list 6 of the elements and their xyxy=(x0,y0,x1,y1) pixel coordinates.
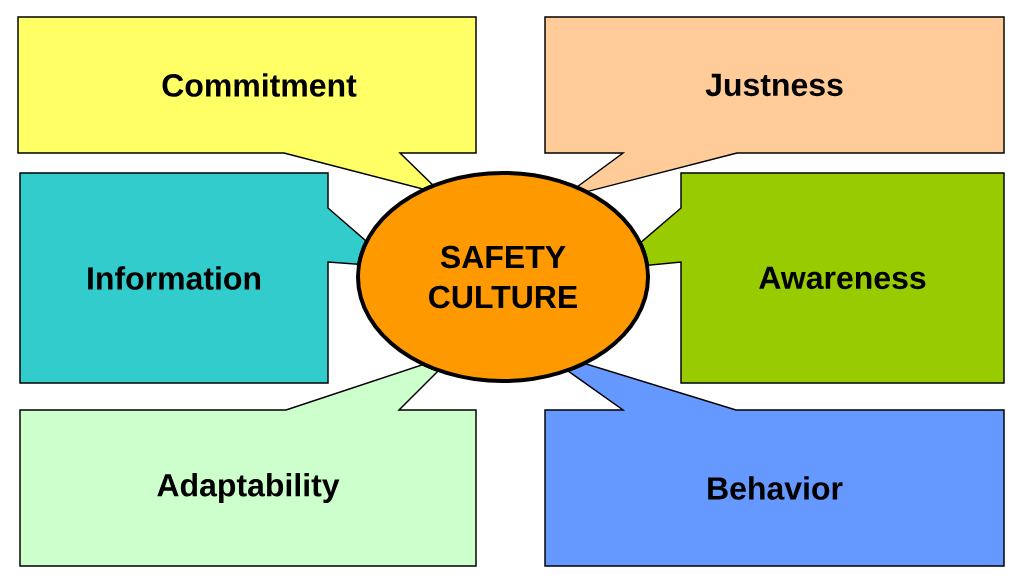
callout-box: Information xyxy=(19,172,367,384)
callout-box: Commitment xyxy=(17,16,477,190)
callout-box: Awareness xyxy=(640,172,1005,384)
callout-box: Behavior xyxy=(544,363,1005,567)
callout-box: Adaptability xyxy=(19,364,477,567)
callout-box: Justness xyxy=(544,16,1005,193)
